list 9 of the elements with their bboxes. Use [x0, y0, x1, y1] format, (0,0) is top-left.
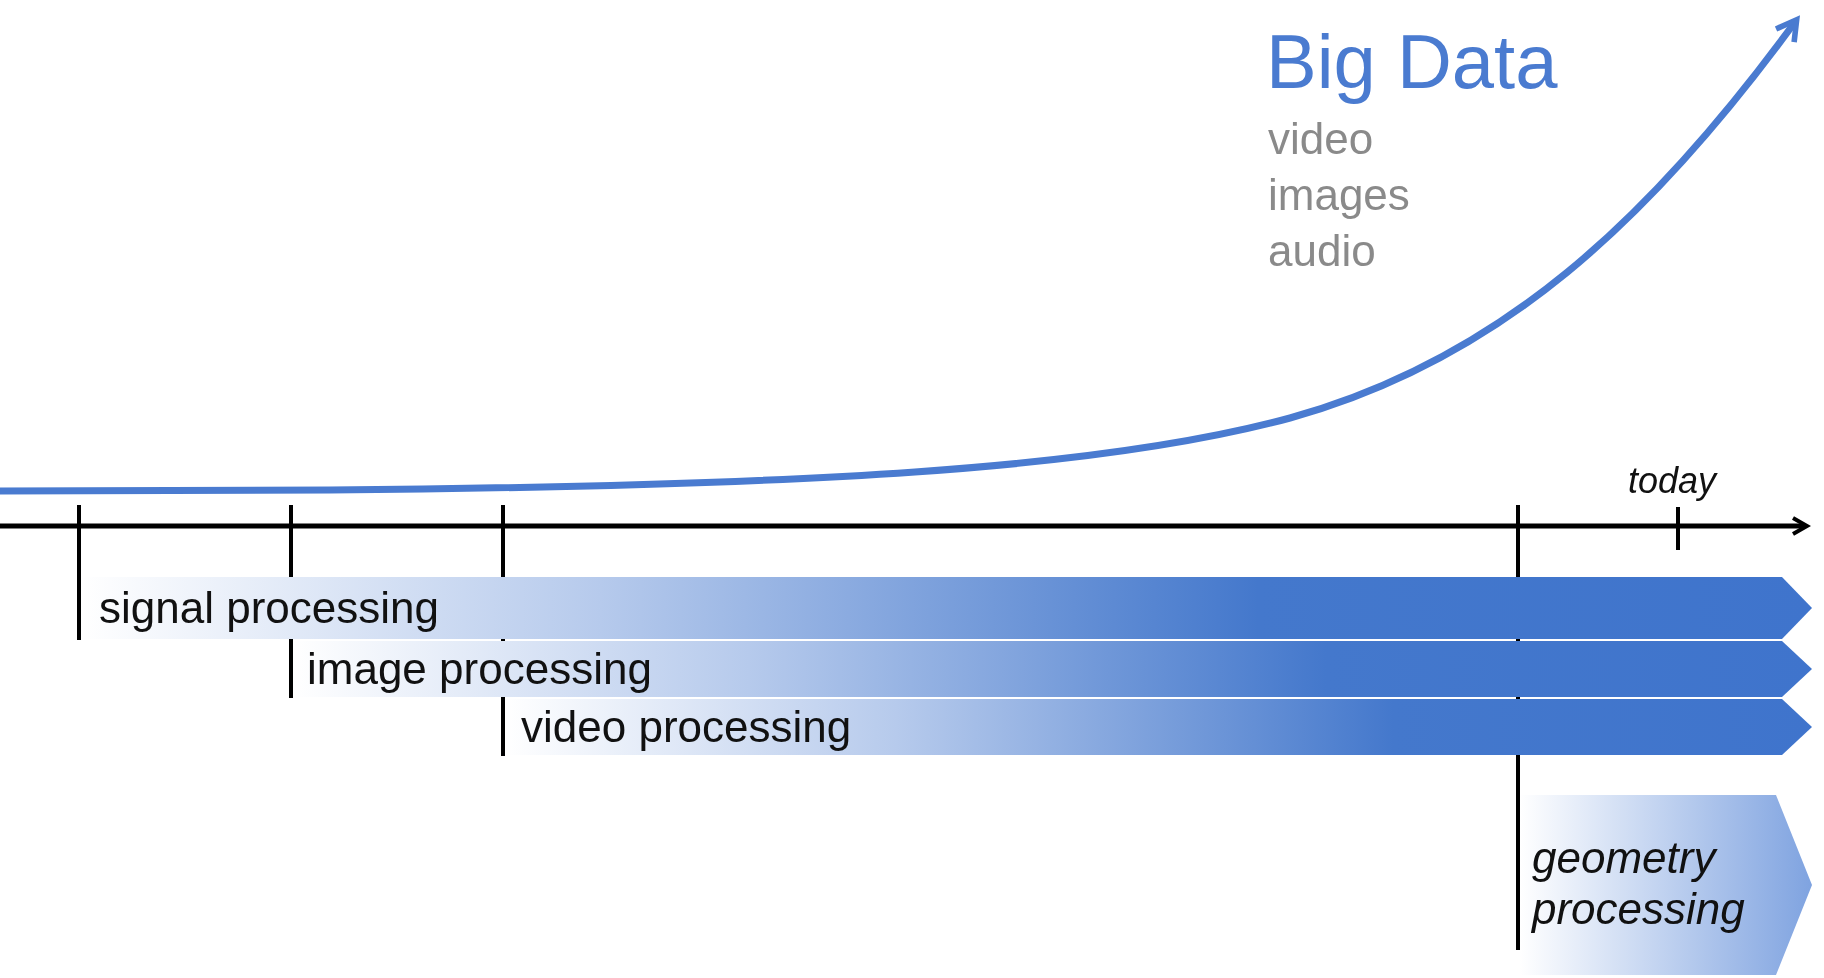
list-item: video: [1268, 114, 1374, 164]
list-item: audio: [1268, 226, 1376, 276]
band-label: signal processing: [99, 583, 439, 633]
list-item: images: [1268, 170, 1410, 220]
band-label: image processing: [307, 644, 652, 694]
time-label: today: [1628, 460, 1717, 502]
band-label: video processing: [521, 702, 852, 752]
band-label: geometry processing: [1532, 833, 1746, 935]
heading-label: Big Data: [1266, 18, 1558, 105]
